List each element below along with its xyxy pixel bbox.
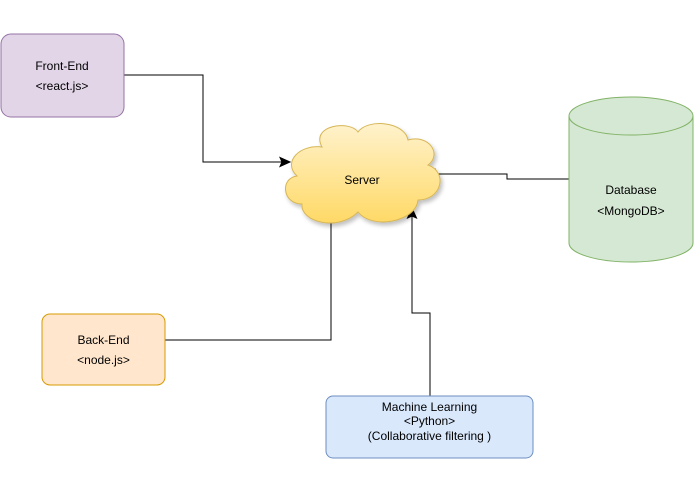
ml-title: Machine Learning: [382, 400, 477, 414]
server-label: Server: [344, 173, 379, 187]
frontend-subtitle: <react.js>: [36, 79, 89, 93]
database-subtitle: <MongoDB>: [597, 204, 664, 218]
database-cylinder-body: [568, 96, 694, 263]
ml-node[interactable]: Machine Learning <Python> (Collaborative…: [325, 395, 534, 459]
ml-description: (Collaborative filtering ): [368, 429, 491, 443]
database-cylinder-rim: [568, 115, 694, 136]
edge-backend-to-server: [165, 189, 332, 341]
backend-subtitle: <node.js>: [77, 353, 130, 367]
edge-frontend-to-server: [124, 74, 282, 163]
edges: [124, 74, 569, 396]
backend-node[interactable]: Back-End <node.js>: [41, 313, 166, 386]
frontend-box: [0, 33, 125, 118]
database-title: Database: [605, 183, 657, 197]
ml-language: <Python>: [404, 414, 455, 428]
edge-ml-to-server: [411, 216, 431, 396]
edge-database-to-server: [434, 173, 569, 180]
frontend-title: Front-End: [35, 59, 88, 73]
database-node[interactable]: Database <MongoDB>: [568, 96, 694, 263]
backend-title: Back-End: [77, 333, 129, 347]
backend-box: [41, 313, 166, 386]
server-node[interactable]: Server: [285, 123, 441, 224]
frontend-node[interactable]: Front-End <react.js>: [0, 33, 125, 118]
server-cloud-shape: [285, 123, 441, 224]
edge-frontend-to-server-arrowhead: [279, 156, 292, 168]
ml-box: [325, 395, 534, 459]
